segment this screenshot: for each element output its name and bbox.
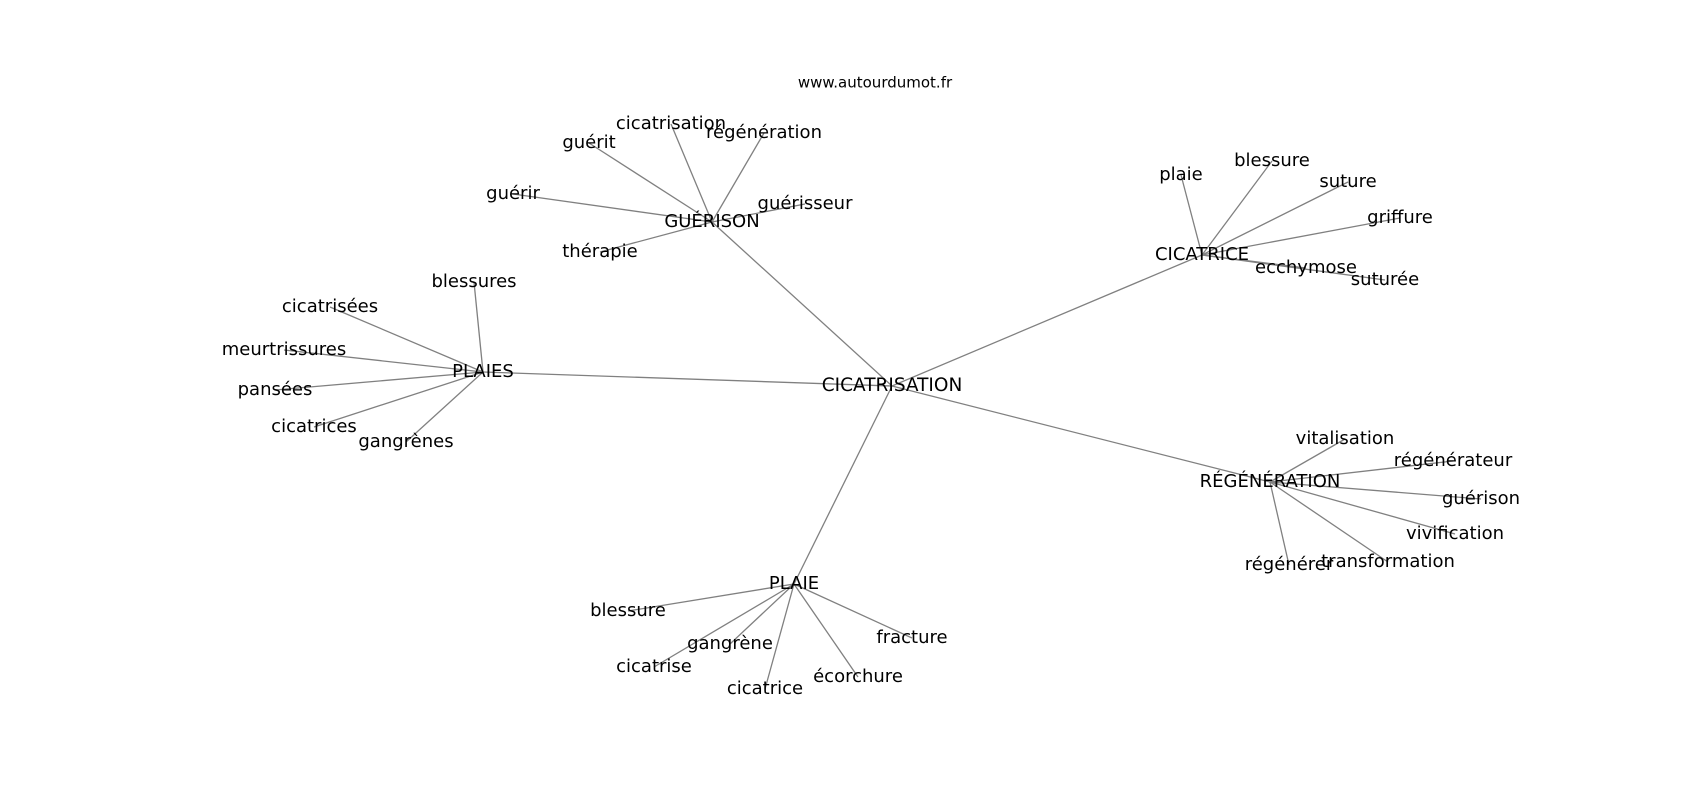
edge-plaie-leaf — [793, 583, 913, 639]
edge-guerison-leaf — [588, 142, 713, 223]
leaf-node-label: suture — [1319, 171, 1376, 192]
hub-node-plaie: PLAIE — [769, 573, 819, 594]
leaf-node-label: thérapie — [562, 241, 637, 262]
leaf-node-label: régénérer — [1245, 554, 1334, 575]
hub-node-guerison: GUÉRISON — [664, 210, 759, 232]
edge-plaie-leaf — [627, 583, 795, 612]
leaf-node-label: transformation — [1321, 551, 1455, 572]
edge-regeneration-leaf — [1269, 481, 1389, 563]
edge-plaies-leaf — [283, 349, 484, 373]
edge-guerison-leaf — [599, 221, 713, 253]
leaf-node-label: blessure — [590, 600, 666, 621]
edge-regeneration-leaf — [1269, 481, 1482, 500]
leaf-node-label: vivification — [1406, 523, 1504, 544]
leaf-node-label: gangrènes — [358, 431, 453, 452]
edge-guerison-leaf — [711, 203, 806, 223]
site-watermark: www.autourdumot.fr — [798, 74, 953, 92]
leaf-node-label: griffure — [1367, 207, 1433, 228]
leaf-node-label: régénérateur — [1394, 450, 1513, 471]
leaf-node-label: guérit — [562, 132, 615, 153]
leaf-node-label: blessures — [431, 271, 516, 292]
edge-plaies-leaf — [313, 371, 484, 428]
leaf-node-label: guérison — [1442, 488, 1520, 509]
hub-node-regeneration: RÉGÉNÉRATION — [1200, 470, 1341, 492]
edge-cicatrice-leaf — [1180, 174, 1203, 256]
edge-plaie-leaf — [793, 583, 859, 678]
edge-center-plaie — [793, 385, 893, 585]
edge-regeneration-leaf — [1269, 438, 1346, 483]
edge-regeneration-leaf — [1269, 481, 1456, 535]
edge-cicatrice-leaf — [1201, 160, 1273, 256]
edge-plaies-leaf — [473, 281, 484, 373]
edge-cicatrice-leaf — [1201, 254, 1386, 281]
edge-center-regeneration — [891, 385, 1271, 483]
leaf-node-label: guérisseur — [758, 193, 854, 214]
leaf-node-label: guérir — [486, 183, 540, 204]
leaf-node-label: blessure — [1234, 150, 1310, 171]
edge-regeneration-leaf — [1269, 460, 1454, 483]
edge-plaies-leaf — [405, 371, 484, 443]
edge-center-plaies — [482, 371, 893, 387]
edge-plaie-leaf — [764, 583, 795, 690]
leaf-node-label: cicatrisées — [282, 296, 378, 317]
edge-guerison-leaf — [512, 193, 713, 223]
leaf-node-label: cicatrices — [271, 416, 357, 437]
leaf-node-label: suturée — [1351, 269, 1419, 290]
edge-plaie-leaf — [729, 583, 795, 645]
leaf-node-label: meurtrissures — [222, 339, 347, 360]
edge-cicatrice-leaf — [1201, 181, 1349, 256]
graph-labels: CICATRISATIONGUÉRISONcicatrisationrégéné… — [222, 113, 1520, 699]
hub-node-plaies: PLAIES — [452, 361, 514, 382]
edge-regeneration-leaf — [1269, 481, 1290, 566]
leaf-node-label: cicatrise — [616, 656, 692, 677]
leaf-node-label: cicatrisation — [616, 113, 726, 134]
edge-plaie-leaf — [653, 583, 795, 668]
leaf-node-label: cicatrice — [727, 678, 803, 699]
center-node-label: CICATRISATION — [822, 375, 963, 396]
edge-guerison-leaf — [711, 132, 765, 223]
edge-center-guerison — [711, 221, 893, 387]
edge-cicatrice-leaf — [1201, 217, 1401, 256]
hub-node-cicatrice: CICATRICE — [1155, 244, 1249, 265]
edge-plaies-leaf — [274, 371, 484, 391]
leaf-node-label: régénération — [706, 122, 822, 143]
edge-guerison-leaf — [670, 123, 713, 223]
leaf-node-label: plaie — [1159, 164, 1203, 185]
leaf-node-label: vitalisation — [1296, 428, 1395, 449]
leaf-node-label: fracture — [876, 627, 947, 648]
leaf-node-label: ecchymose — [1255, 257, 1357, 278]
edge-center-cicatrice — [891, 254, 1203, 387]
leaf-node-label: gangrène — [687, 633, 773, 654]
leaf-node-label: pansées — [238, 379, 313, 400]
leaf-node-label: écorchure — [813, 666, 903, 687]
graph-edges — [274, 123, 1482, 690]
edge-plaies-leaf — [329, 306, 484, 373]
